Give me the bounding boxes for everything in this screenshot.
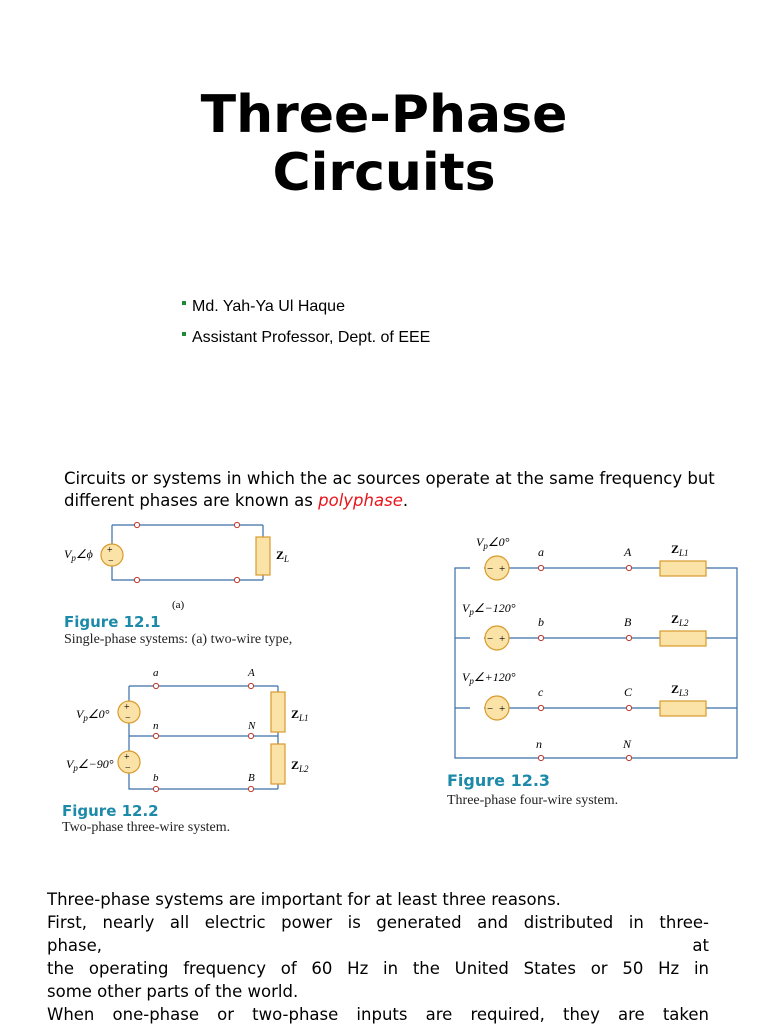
slide-title: Three-Phase Circuits xyxy=(0,86,768,202)
svg-text:ZL3: ZL3 xyxy=(671,682,689,698)
svg-text:−: − xyxy=(487,563,493,575)
fig2-node-A: A xyxy=(247,667,255,679)
svg-text:−: − xyxy=(487,703,493,715)
fig3-node-A: A xyxy=(623,545,632,559)
fig3-load1-sub: L1 xyxy=(678,548,689,558)
svg-text:+: + xyxy=(107,545,113,556)
body-line-1: Three-phase systems are important for at… xyxy=(47,890,561,909)
figure-12-1-description: Single-phase systems: (a) two-wire type, xyxy=(64,632,293,647)
figure-12-3-diagram: −+ −+ −+ a A b B c C n N Vp∠0° Vp∠−120° … xyxy=(454,535,738,762)
fig3-load2-sub: L2 xyxy=(678,618,689,628)
figure-12-1-diagram: +− Vp∠ϕ ZL (a) xyxy=(64,521,289,611)
body-line-4: the operating frequency of 60 Hz in the … xyxy=(47,959,709,978)
body-paragraph: Three-phase systems are important for at… xyxy=(47,888,709,1026)
fig3-node-a: a xyxy=(538,545,544,559)
fig2-node-B: B xyxy=(248,772,255,784)
fig2-src2-angle: ∠−90° xyxy=(78,757,114,771)
fig2-src1-angle: ∠0° xyxy=(88,707,110,721)
bullet-text: Md. Yah-Ya Ul Haque xyxy=(192,298,345,315)
svg-text:Vp∠ϕ: Vp∠ϕ xyxy=(64,547,93,563)
figure-12-1-caption: Figure 12.1 xyxy=(64,613,161,631)
fig1-load-label: Z xyxy=(276,548,284,562)
intro-end: . xyxy=(402,491,409,510)
figure-12-3-caption: Figure 12.3 xyxy=(447,771,551,790)
intro-paragraph: Circuits or systems in which the ac sour… xyxy=(64,468,724,512)
fig3-node-B: B xyxy=(624,615,632,629)
svg-text:Vp∠−120°: Vp∠−120° xyxy=(462,601,516,617)
svg-text:−: − xyxy=(125,713,131,724)
svg-text:+: + xyxy=(124,702,130,713)
svg-text:ZL2: ZL2 xyxy=(671,612,689,628)
fig1-source-sub: p xyxy=(70,553,76,563)
fig2-node-N: N xyxy=(247,720,256,732)
fig3-src1-angle: ∠0° xyxy=(488,535,510,549)
fig3-load3-sub: L3 xyxy=(678,688,689,698)
figure-12-2-caption: Figure 12.2 xyxy=(62,802,159,820)
svg-text:Vp∠0°: Vp∠0° xyxy=(76,707,110,723)
fig3-node-C: C xyxy=(624,685,633,699)
svg-text:Vp∠0°: Vp∠0° xyxy=(476,535,510,551)
fig1-source-label: V xyxy=(64,547,73,561)
fig2-node-n: n xyxy=(153,720,159,732)
body-line-3a: phase, xyxy=(47,936,103,955)
svg-text:−: − xyxy=(125,763,131,774)
fig2-node-a: a xyxy=(153,667,159,679)
svg-text:Vp∠+120°: Vp∠+120° xyxy=(462,670,516,686)
body-line-3b: at xyxy=(692,936,709,955)
fig3-node-b: b xyxy=(538,615,544,629)
bullet-text: Assistant Professor, Dept. of EEE xyxy=(192,329,431,346)
svg-text:ZL1: ZL1 xyxy=(291,707,309,723)
svg-text:+: + xyxy=(499,633,505,645)
fig3-src3-angle: ∠+120° xyxy=(474,670,516,684)
fig3-node-N: N xyxy=(622,737,632,751)
body-line-2: First, nearly all electric power is gene… xyxy=(47,913,709,932)
fig2-load1-sub: L1 xyxy=(298,713,309,723)
svg-text:ZL: ZL xyxy=(276,548,289,564)
svg-text:Vp∠−90°: Vp∠−90° xyxy=(66,757,114,773)
body-line-6: When one-phase or two-phase inputs are r… xyxy=(47,1005,709,1024)
body-line-5: some other parts of the world. xyxy=(47,982,299,1001)
fig3-node-n: n xyxy=(536,737,542,751)
svg-text:+: + xyxy=(499,703,505,715)
body-line-3: phase, at xyxy=(47,934,709,957)
fig1-source-angle: ∠ϕ xyxy=(76,547,93,561)
svg-text:−: − xyxy=(487,633,493,645)
title-line-2: Circuits xyxy=(272,143,496,203)
fig1-load-sub: L xyxy=(283,554,289,564)
svg-text:−: − xyxy=(108,556,114,567)
figure-12-3-description: Three-phase four-wire system. xyxy=(447,793,619,808)
fig2-load2-sub: L2 xyxy=(298,764,309,774)
svg-text:+: + xyxy=(499,563,505,575)
bullet-author: Md. Yah-Ya Ul Haque xyxy=(182,298,345,316)
figure-12-2-description: Two-phase three-wire system. xyxy=(62,820,231,835)
intro-emphasis: polyphase xyxy=(318,491,403,510)
fig3-src2-angle: ∠−120° xyxy=(474,601,516,615)
intro-text: Circuits or systems in which the ac sour… xyxy=(64,469,715,510)
figure-12-2-diagram: +− +− a A n N b B Vp∠0° Vp∠−90° ZL1 ZL2 xyxy=(66,667,309,793)
svg-text:ZL2: ZL2 xyxy=(291,758,309,774)
svg-text:ZL1: ZL1 xyxy=(671,542,689,558)
bullet-position: Assistant Professor, Dept. of EEE xyxy=(182,329,430,347)
title-line-1: Three-Phase xyxy=(200,85,568,145)
fig2-node-b: b xyxy=(153,772,159,784)
svg-text:+: + xyxy=(124,752,130,763)
fig3-node-c: c xyxy=(538,685,544,699)
fig1-part-label: (a) xyxy=(172,599,185,611)
bullet-square-icon xyxy=(182,301,186,305)
bullet-square-icon xyxy=(182,332,186,336)
